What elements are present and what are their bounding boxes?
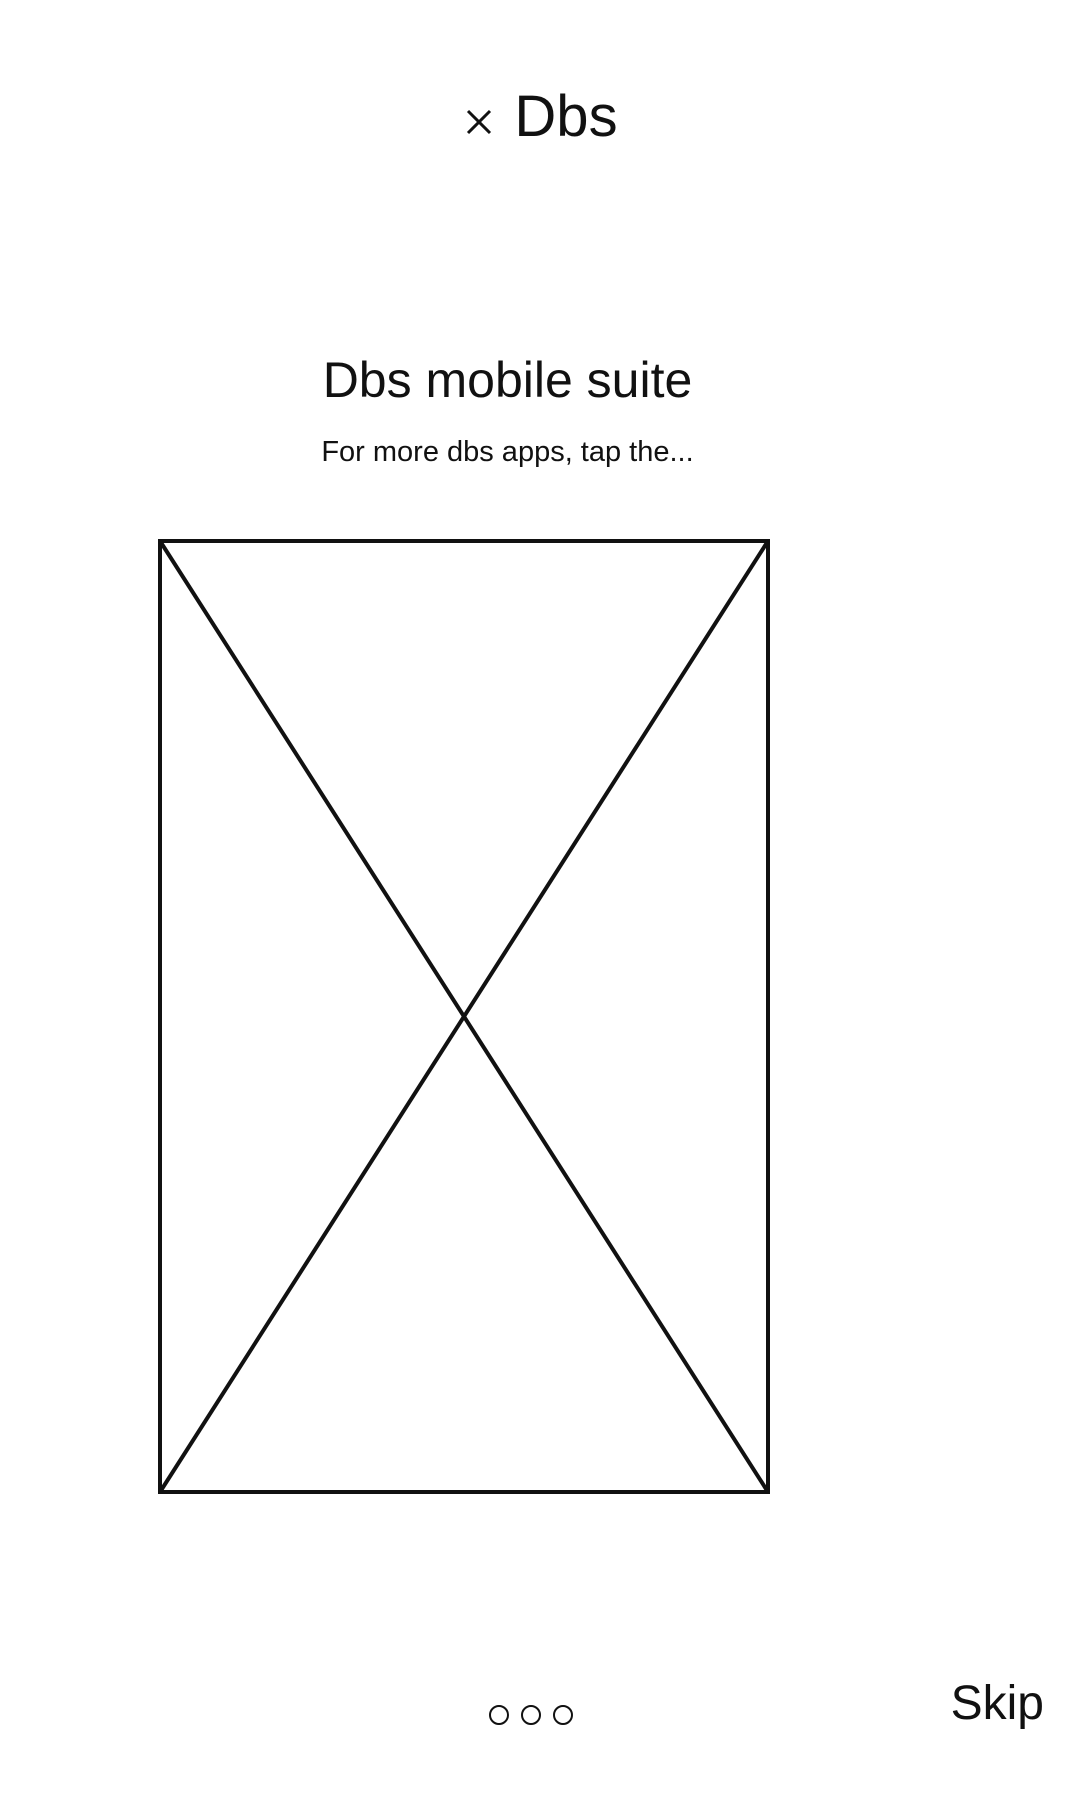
app-header: Dbs bbox=[0, 88, 1080, 146]
page-title: Dbs mobile suite bbox=[322, 352, 693, 408]
page-dot[interactable] bbox=[521, 1705, 541, 1725]
close-icon[interactable] bbox=[462, 105, 496, 139]
page-dot[interactable] bbox=[553, 1705, 573, 1725]
image-placeholder-icon bbox=[158, 539, 770, 1494]
skip-button[interactable]: Skip bbox=[950, 1677, 1044, 1730]
page-dot[interactable] bbox=[489, 1705, 509, 1725]
app-title: Dbs bbox=[514, 84, 618, 149]
page-subtitle: For more dbs apps, tap the... bbox=[321, 436, 694, 468]
page-indicator bbox=[489, 1705, 573, 1725]
image-placeholder bbox=[158, 539, 770, 1494]
